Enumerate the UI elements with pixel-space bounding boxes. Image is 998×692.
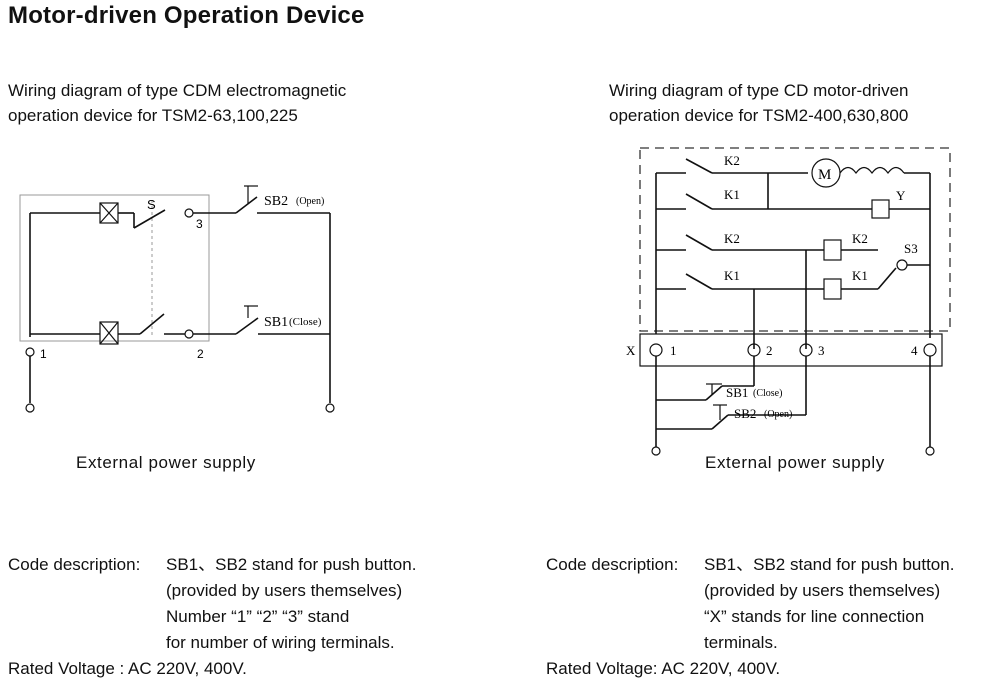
right-label-k1-row2: K1	[724, 187, 740, 202]
right-label-y: Y	[896, 188, 906, 203]
left-device-frame	[19, 194, 210, 342]
right-wiring-diagram: K2 K1 K2 K1 M Y K2 K1 S3 X 1 2 3 4 SB1 (…	[626, 147, 951, 456]
terminal-4	[923, 343, 937, 357]
right-label-s3: S3	[904, 241, 918, 256]
left-caption-line-2: operation device for TSM2-63,100,225	[8, 106, 298, 125]
right-label-k2-row3: K2	[724, 231, 740, 246]
right-supply-terminal-b	[925, 446, 935, 456]
right-caption-line-2: operation device for TSM2-400,630,800	[609, 106, 909, 125]
right-sb1-contact	[705, 385, 723, 401]
left-label-sb1-note: (Close)	[289, 316, 322, 328]
left-wiring-diagram: S 3 SB2 (Open) SB1 (Close) 1 2	[19, 185, 335, 413]
left-sb2-contact	[235, 196, 258, 214]
left-label-1: 1	[40, 347, 47, 361]
terminal-1	[649, 343, 663, 357]
left-rated-voltage: Rated Voltage : AC 220V, 400V.	[8, 659, 247, 678]
right-code-line-2: (provided by users themselves)	[704, 581, 941, 600]
left-terminal-1	[25, 347, 35, 357]
right-rated-voltage: Rated Voltage: AC 220V, 400V.	[546, 659, 781, 678]
right-code-line-4: terminals.	[704, 633, 778, 652]
right-label-k1-row4: K1	[724, 268, 740, 283]
right-code-line-3: “X” stands for line connection	[704, 607, 925, 626]
right-label-k2-row1: K2	[724, 153, 740, 168]
right-label-sb1: SB1	[726, 385, 748, 400]
right-label-k1-relay: K1	[852, 268, 868, 283]
relay-coil-k1	[823, 278, 842, 300]
left-terminal-2	[184, 329, 194, 339]
left-sb1-contact	[235, 317, 259, 335]
left-code-line-2: (provided by users themselves)	[166, 581, 403, 600]
right-code-label: Code description:	[546, 555, 679, 574]
right-external-power-label: External power supply	[705, 453, 885, 472]
left-label-3: 3	[196, 217, 203, 231]
left-label-2: 2	[197, 347, 204, 361]
left-code-line-4: for number of wiring terminals.	[166, 633, 395, 652]
left-terminal-3	[184, 208, 194, 218]
left-label-sb2: SB2	[264, 194, 288, 209]
left-label-sb1: SB1	[264, 315, 288, 330]
right-label-sb2: SB2	[734, 406, 756, 421]
right-label-k2-relay: K2	[852, 231, 868, 246]
right-label-sb2-note: (Open)	[764, 409, 792, 420]
coil-y	[871, 199, 890, 219]
left-supply-terminal-a	[25, 403, 35, 413]
left-code-line-3: Number “1” “2” “3” stand	[166, 607, 350, 626]
right-label-3: 3	[818, 343, 825, 358]
switch-s3	[877, 267, 897, 290]
left-switch-s	[133, 209, 166, 229]
right-sb2-contact	[711, 414, 729, 430]
left-coil-bottom	[99, 321, 119, 345]
left-aux-contact	[139, 313, 165, 335]
left-code-line-1: SB1、SB2 stand for push button.	[166, 555, 417, 574]
right-label-m: M	[818, 167, 831, 183]
right-code-line-1: SB1、SB2 stand for push button.	[704, 555, 955, 574]
right-caption-line-1: Wiring diagram of type CD motor-driven	[609, 81, 909, 100]
terminal-strip-x	[639, 333, 943, 367]
left-label-sb2-note: (Open)	[296, 196, 324, 207]
right-label-4: 4	[911, 343, 918, 358]
relay-coil-k2	[823, 239, 842, 261]
right-label-2: 2	[766, 343, 773, 358]
right-label-sb1-note: (Close)	[753, 388, 782, 399]
right-label-1: 1	[670, 343, 677, 358]
right-device-frame	[639, 147, 951, 332]
left-caption-line-1: Wiring diagram of type CDM electromagnet…	[8, 81, 347, 100]
left-supply-terminal-b	[325, 403, 335, 413]
right-label-x: X	[626, 343, 636, 358]
left-label-s: S	[147, 197, 156, 212]
left-code-label: Code description:	[8, 555, 141, 574]
right-supply-terminal-a	[651, 446, 661, 456]
page-title: Motor-driven Operation Device	[8, 2, 365, 29]
left-external-power-label: External power supply	[76, 453, 256, 472]
